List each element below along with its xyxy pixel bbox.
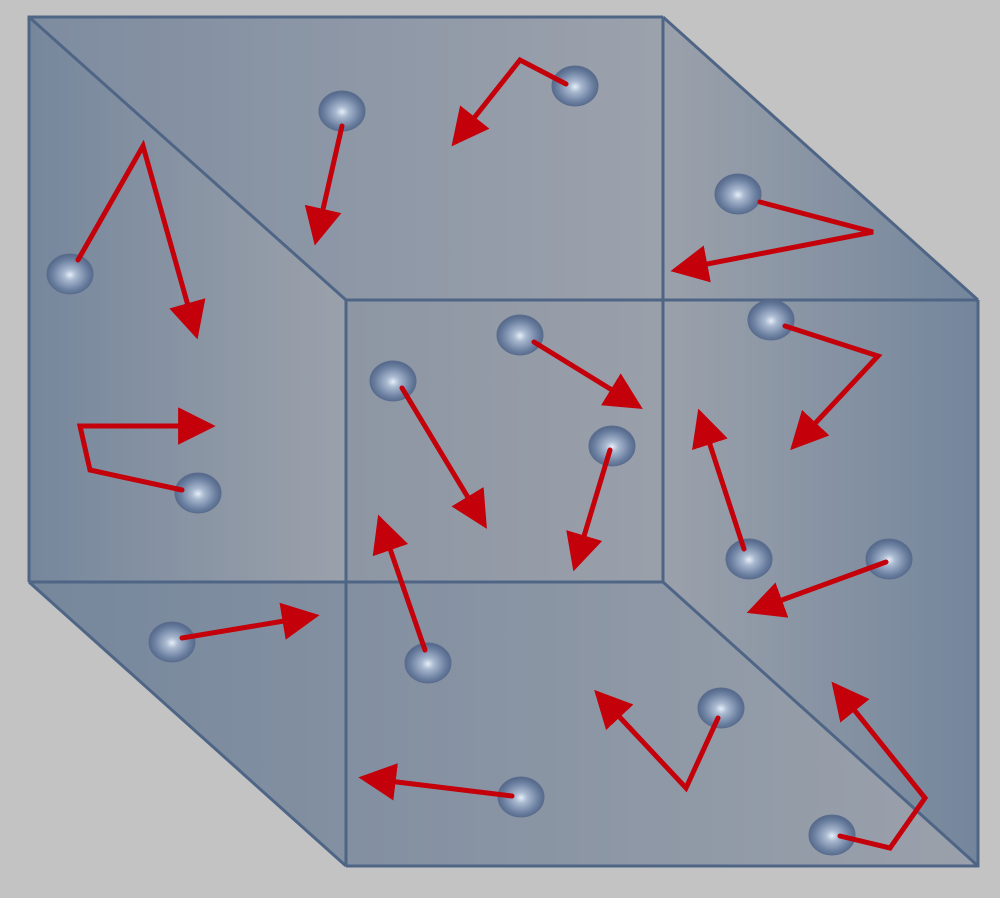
molecule	[496, 314, 544, 356]
molecule	[865, 538, 913, 580]
velocity-arrow	[566, 447, 613, 572]
molecule	[808, 814, 856, 856]
velocity-arrow	[75, 139, 206, 340]
molecule	[714, 173, 762, 215]
inner-edge-bottom-slant	[661, 580, 980, 868]
velocity-arrow	[594, 689, 721, 793]
velocity-arrow	[746, 559, 889, 618]
molecule	[174, 472, 222, 514]
velocity-arrow	[831, 681, 929, 851]
velocity-arrow	[179, 602, 320, 641]
molecule	[725, 538, 773, 580]
molecule	[497, 776, 545, 818]
velocity-arrow	[76, 407, 216, 493]
top-face	[29, 17, 663, 300]
velocity-arrow	[399, 385, 487, 529]
molecule	[404, 642, 452, 684]
outer-edge-right-slant	[661, 15, 980, 302]
inner-edge-top-slant	[28, 15, 347, 302]
velocity-arrow	[670, 199, 874, 283]
velocity-arrow	[782, 323, 883, 451]
velocity-arrow	[358, 763, 515, 801]
velocity-arrows	[75, 56, 929, 851]
molecule	[148, 621, 196, 663]
box-edges	[27, 15, 980, 868]
velocity-arrow	[451, 56, 569, 147]
outer-edge-bottom-slant	[27, 580, 348, 868]
molecule	[697, 687, 745, 729]
molecule	[588, 425, 636, 467]
molecule	[551, 65, 599, 107]
velocity-arrow	[372, 514, 428, 653]
velocity-arrow	[531, 339, 643, 409]
velocity-arrow	[692, 408, 747, 552]
molecule	[747, 299, 795, 341]
molecule	[46, 253, 94, 295]
velocity-arrow	[304, 123, 345, 246]
